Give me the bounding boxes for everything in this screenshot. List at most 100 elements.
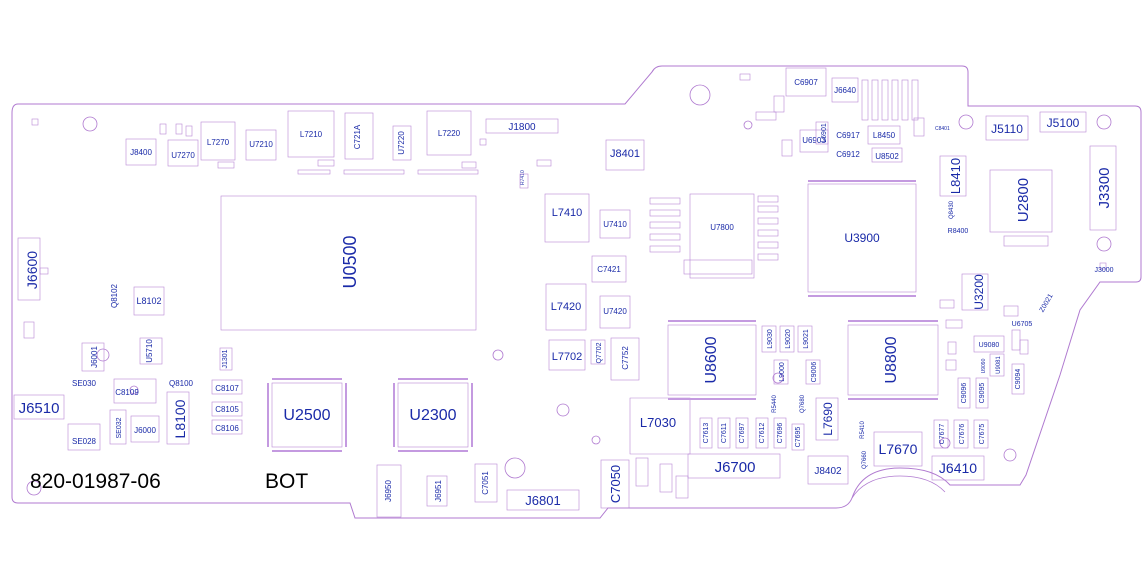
label-C9006: C9006 (811, 362, 818, 383)
label-L8102: L8102 (136, 296, 161, 306)
label-J1800: J1800 (508, 122, 536, 133)
label-L9020: L9020 (785, 329, 792, 349)
label-U2500: U2500 (283, 407, 330, 424)
label-L8410: L8410 (948, 158, 963, 194)
small-parts-u7800 (649, 195, 779, 275)
label-C7677: C7677 (939, 424, 946, 445)
label-Q8430: Q8430 (949, 200, 955, 219)
label-Q7702: Q7702 (596, 342, 603, 363)
label-J6700: J6700 (715, 459, 756, 476)
label-C7611: C7611 (721, 423, 728, 443)
label-U5710: U5710 (145, 339, 154, 363)
small-parts-top-right (739, 73, 925, 157)
label-J1301: J1301 (222, 349, 229, 368)
label-J5110: J5110 (991, 122, 1023, 136)
label-L8100: L8100 (172, 399, 188, 438)
label-L9021: L9021 (803, 329, 810, 349)
label-J8401: J8401 (610, 148, 640, 160)
label-U7270: U7270 (171, 151, 195, 160)
label-U7410: U7410 (603, 220, 627, 229)
label-C6917: C6917 (836, 131, 860, 140)
label-U9081: U9081 (996, 356, 1002, 374)
label-R5440: R5440 (772, 395, 778, 413)
label-U7420: U7420 (603, 307, 627, 316)
label-U8502: U8502 (875, 152, 899, 161)
label-C7613: C7613 (703, 423, 710, 444)
label-Q8102: Q8102 (110, 283, 119, 308)
label-C7050: C7050 (608, 465, 623, 503)
label-C7752: C7752 (621, 346, 630, 370)
label-Q8100: Q8100 (169, 379, 194, 388)
label-J6951: J6951 (434, 480, 443, 502)
label-J6950: J6950 (384, 480, 393, 502)
label-U3900: U3900 (844, 231, 880, 245)
label-C7676: C7676 (959, 424, 966, 445)
label-SE028: SE028 (72, 437, 97, 446)
label-L9000: L9000 (779, 362, 786, 382)
label-L7220: L7220 (438, 129, 461, 138)
label-C9094: C9094 (1015, 369, 1022, 390)
label-U7210: U7210 (249, 140, 273, 149)
label-U7800: U7800 (710, 223, 734, 232)
label-C8107: C8107 (215, 384, 239, 393)
label-J3300: J3300 (1096, 168, 1113, 209)
label-J8400: J8400 (130, 148, 152, 157)
label-Z0021: Z0021 (1039, 293, 1055, 314)
label-R5410: R5410 (860, 421, 866, 439)
board-side-label: BOT (265, 470, 309, 493)
label-J6801: J6801 (525, 493, 560, 508)
label-L7030: L7030 (640, 415, 676, 430)
label-L6901: L6901 (821, 123, 828, 143)
label-Q7660: Q7660 (862, 450, 868, 469)
label-C7695: C7695 (795, 427, 802, 448)
svg-text:R7410: R7410 (520, 170, 526, 185)
label-L7690: L7690 (821, 402, 835, 436)
label-J6000: J6000 (134, 426, 156, 435)
label-Q7680: Q7680 (800, 394, 806, 413)
label-L9030: L9030 (767, 329, 774, 349)
label-C6907: C6907 (794, 78, 818, 87)
label-U3200: U3200 (972, 274, 986, 310)
label-SE030: SE030 (72, 379, 97, 388)
svg-text:C8401: C8401 (935, 126, 950, 132)
label-C7421: C7421 (597, 265, 621, 274)
label-C7697: C7697 (739, 423, 746, 444)
label-U6705: U6705 (1012, 321, 1033, 328)
label-J6410: J6410 (939, 460, 977, 476)
label-U8800: U8800 (883, 336, 900, 383)
label-U7220: U7220 (397, 131, 406, 155)
label-L7210: L7210 (300, 130, 323, 139)
label-J5100: J5100 (1047, 116, 1080, 130)
label-U2300: U2300 (409, 407, 456, 424)
label-R8400: R8400 (948, 228, 969, 235)
label-L7410: L7410 (552, 207, 583, 219)
label-J6510: J6510 (19, 400, 60, 417)
label-U6903: U6903 (802, 136, 826, 145)
label-SE032: SE032 (116, 417, 123, 438)
board-part-number: 820-01987-06 (30, 470, 161, 493)
label-C7675: C7675 (979, 424, 986, 445)
label-U8600: U8600 (703, 336, 720, 383)
label-U9080: U9080 (979, 342, 1000, 349)
label-C721A: C721A (353, 124, 362, 149)
label-C9095: C9095 (979, 383, 986, 404)
label-U0500: U0500 (340, 235, 360, 288)
label-J6600: J6600 (24, 251, 40, 289)
label-C8109: C8109 (115, 388, 139, 397)
label-J6001: J6001 (90, 346, 99, 368)
svg-text:U9090: U9090 (981, 358, 987, 373)
label-L8450: L8450 (873, 131, 896, 140)
label-J8402: J8402 (814, 466, 842, 477)
label-L7270: L7270 (207, 138, 230, 147)
label-C8106: C8106 (215, 424, 239, 433)
label-C6912: C6912 (836, 150, 860, 159)
small-parts-top (159, 123, 552, 189)
label-J3000: J3000 (1094, 267, 1113, 274)
label-L7420: L7420 (551, 301, 582, 313)
small-parts-right (939, 235, 1049, 371)
label-L7702: L7702 (552, 351, 583, 363)
label-C8105: C8105 (215, 405, 239, 414)
label-C9096: C9096 (961, 383, 968, 404)
label-J6640: J6640 (834, 86, 856, 95)
